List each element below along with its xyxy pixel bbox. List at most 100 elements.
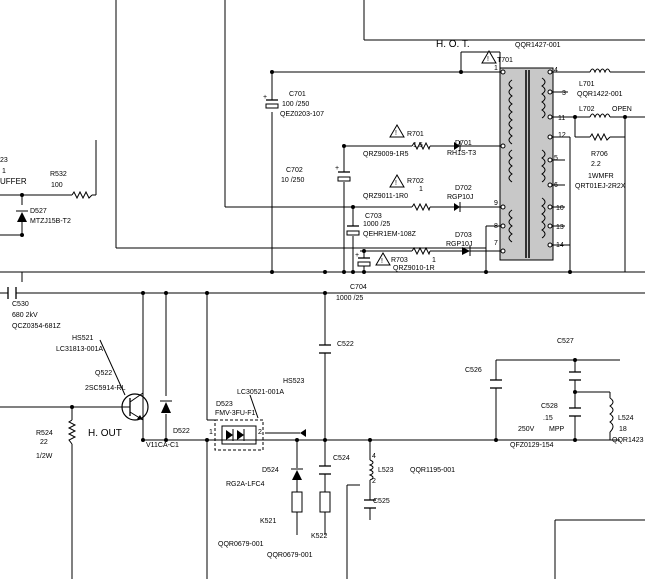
label-labels-r701: R701 bbox=[407, 131, 424, 138]
label-labels-hs521: HS521 bbox=[72, 335, 94, 342]
component-labels: H. O. T. QQR1427-001 T701 4 3 1 11 12 5 … bbox=[0, 39, 644, 559]
label-labels-d527: D527 bbox=[30, 208, 47, 215]
resistor-symbols bbox=[67, 132, 611, 445]
diode-d523-package bbox=[214, 419, 306, 451]
label-labels-c702-val: 10 /250 bbox=[281, 177, 304, 184]
caution-icons: ! ! ! ! bbox=[375, 50, 497, 266]
label-labels-left-buffer: UFFER bbox=[0, 177, 27, 186]
svg-text:+: + bbox=[263, 94, 267, 101]
label-labels-c528-type: MPP bbox=[549, 426, 565, 433]
label-labels-r706-val: 2.2 bbox=[591, 161, 601, 168]
capacitor-c528 bbox=[569, 407, 581, 417]
label-labels-pin-nums-2: 1 bbox=[494, 65, 498, 72]
label-labels-l524-val: 18 bbox=[619, 426, 627, 433]
label-labels-d524-part: RG2A-LFC4 bbox=[226, 481, 265, 488]
inductor-symbols bbox=[368, 68, 614, 481]
label-labels-c703: C703 bbox=[365, 213, 382, 220]
label-labels-hs521-part: LC31813-001A bbox=[56, 346, 103, 353]
label-labels-c526: C526 bbox=[465, 367, 482, 374]
label-labels-d703: D703 bbox=[455, 232, 472, 239]
label-labels-k521: K521 bbox=[260, 518, 276, 525]
hs521-leader bbox=[99, 339, 126, 396]
svg-text:!: ! bbox=[381, 258, 383, 265]
label-labels-d702: D702 bbox=[455, 185, 472, 192]
label-labels-c528-val: .15 bbox=[543, 415, 553, 422]
label-labels-pin-nums-8: 10 bbox=[556, 205, 564, 212]
diode-d701 bbox=[454, 141, 461, 151]
label-labels-pin-nums-5: 5 bbox=[554, 155, 558, 162]
svg-text:!: ! bbox=[395, 130, 397, 137]
label-labels-r524-w: 1/2W bbox=[36, 453, 53, 460]
label-labels-r703-part: QRZ9010-1R bbox=[393, 265, 435, 272]
label-labels-pin-nums-1: 3 bbox=[562, 90, 566, 97]
svg-text:!: ! bbox=[395, 180, 397, 187]
label-labels-c528: C528 bbox=[541, 403, 558, 410]
junction-dots bbox=[20, 70, 627, 442]
transistor-q522 bbox=[120, 392, 149, 421]
diode-d522 bbox=[160, 400, 172, 413]
label-labels-pin-nums-0: 4 bbox=[554, 67, 558, 74]
label-labels-pin-nums-6: 6 bbox=[554, 182, 558, 189]
label-labels-hs523-part: LC30521-001A bbox=[237, 389, 284, 396]
label-labels-c528-part: QFZ0129-154 bbox=[510, 442, 554, 449]
label-labels-pin-nums-11: 8 bbox=[494, 223, 498, 230]
label-labels-r701-part: QRZ9009-1R5 bbox=[363, 151, 409, 158]
label-labels-r532-val: 100 bbox=[51, 182, 63, 189]
diode-symbols bbox=[16, 141, 471, 480]
caution-icon-r703 bbox=[375, 252, 391, 266]
label-labels-r524: R524 bbox=[36, 430, 53, 437]
capacitor-c526 bbox=[490, 379, 502, 389]
label-labels-c527: C527 bbox=[557, 338, 574, 345]
label-labels-c701: C701 bbox=[289, 91, 306, 98]
svg-text:!: ! bbox=[487, 56, 489, 63]
label-labels-c530-part: QCZ0354-681Z bbox=[12, 323, 61, 330]
label-labels-pin-nums-12: 14 bbox=[556, 242, 564, 249]
label-labels-pin-nums-9: 13 bbox=[556, 224, 564, 231]
label-labels-l523: L523 bbox=[378, 467, 394, 474]
diode-d702 bbox=[454, 202, 461, 212]
label-labels-c528-v: 250V bbox=[518, 426, 535, 433]
capacitor-c702: + bbox=[335, 165, 351, 182]
caution-icon-r701 bbox=[389, 124, 405, 138]
label-labels-d523-pins-1: 2 bbox=[258, 429, 262, 436]
t701-label: T701 bbox=[497, 57, 513, 64]
label-labels-l524-part: QQR1423 bbox=[612, 437, 644, 444]
label-labels-c702: C702 bbox=[286, 167, 303, 174]
diode-d524 bbox=[291, 468, 303, 480]
inductor-l524 bbox=[609, 397, 614, 433]
label-labels-q522-part: 2SC5914-RL bbox=[85, 385, 126, 392]
label-labels-pin-nums-7: 9 bbox=[494, 200, 498, 207]
resistor-r701 bbox=[411, 141, 431, 151]
label-labels-l701-part: QQR1422-001 bbox=[577, 91, 623, 98]
label-labels-d703-part: RGP10J bbox=[446, 241, 472, 248]
label-labels-r701-val: 1.5 bbox=[413, 142, 423, 149]
capacitor-c525 bbox=[364, 499, 376, 509]
label-labels-pin-nums-3: 11 bbox=[558, 115, 565, 122]
inductor-l523 bbox=[368, 459, 374, 481]
label-labels-r532: R532 bbox=[50, 171, 67, 178]
label-labels-c525: C525 bbox=[373, 498, 390, 505]
label-labels-r703: R703 bbox=[391, 257, 408, 264]
inductor-l701 bbox=[589, 68, 611, 74]
caution-icon-r702 bbox=[389, 174, 405, 188]
resistor-r532 bbox=[71, 190, 93, 200]
svg-text:+: + bbox=[335, 165, 339, 172]
diode-d527 bbox=[16, 210, 28, 222]
label-labels-k-part1: QQR0679-001 bbox=[218, 541, 264, 548]
label-labels-d524: D524 bbox=[262, 467, 279, 474]
resistor-r706 bbox=[589, 132, 611, 142]
label-labels-l523-pins-1: 2 bbox=[372, 478, 376, 485]
label-labels-pin-nums-4: 12 bbox=[558, 132, 566, 139]
label-labels-c530-val: 680 2kV bbox=[12, 312, 38, 319]
label-labels-d522-part: V11CA-C1 bbox=[146, 442, 179, 449]
label-labels-open: OPEN bbox=[612, 106, 632, 113]
label-labels-d523-part: FMV-3FU-F1 bbox=[215, 410, 256, 417]
capacitor-c527 bbox=[569, 371, 581, 381]
label-labels-r706-w: 1WMFR bbox=[588, 173, 614, 180]
label-labels-r702: R702 bbox=[407, 178, 424, 185]
label-labels-c701-val: 100 /250 bbox=[282, 101, 309, 108]
label-labels-k-part2: QQR0679-001 bbox=[267, 552, 313, 559]
